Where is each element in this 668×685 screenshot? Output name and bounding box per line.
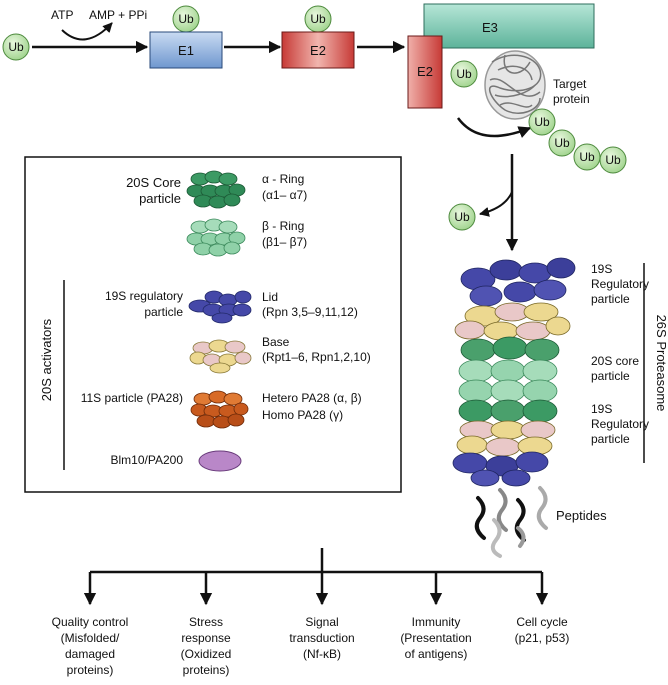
- ub-label: Ub: [8, 40, 24, 54]
- svg-text:Ub: Ub: [605, 153, 621, 167]
- svg-text:Cell cycle: Cell cycle: [516, 615, 568, 629]
- peptides-icon: [474, 486, 548, 558]
- e3-label: E3: [482, 20, 498, 35]
- svg-text:Ub: Ub: [554, 136, 570, 150]
- lid-label-1: Lid: [262, 290, 278, 304]
- svg-text:Ub: Ub: [310, 12, 326, 26]
- bottom-alpha-ring: [458, 399, 558, 423]
- svg-text:Ub: Ub: [178, 12, 194, 26]
- svg-text:(p21, p53): (p21, p53): [515, 631, 570, 645]
- top-reg-label-1: 19S: [591, 262, 612, 276]
- ub-released: Ub: [448, 203, 476, 231]
- homo-label: Homo PA28 (γ): [262, 408, 343, 422]
- outcome-quality-control: Quality control (Misfolded/ damaged prot…: [52, 615, 129, 677]
- reg-label-1: 19S regulatory: [105, 289, 183, 303]
- alpha-label-1: α - Ring: [262, 172, 304, 186]
- ub-release-arrow: [479, 191, 513, 217]
- activators-label: 20S activators: [39, 318, 54, 401]
- top-alpha-ring: [460, 336, 560, 362]
- ubiquitination-arrow: [456, 117, 532, 138]
- bot-reg-label-3: particle: [591, 432, 630, 446]
- ub-free: Ub: [2, 33, 30, 61]
- svg-text:(Nf-κB): (Nf-κB): [303, 647, 341, 661]
- amp-ppi-label: AMP + PPi: [89, 8, 147, 22]
- outcome-signal-transduction: Signal transduction (Nf-κB): [289, 615, 354, 661]
- pa28-label: 11S particle (PA28): [81, 391, 183, 405]
- svg-text:proteins): proteins): [67, 663, 114, 677]
- svg-text:(Oxidized: (Oxidized: [181, 647, 232, 661]
- base-label-1: Base: [262, 335, 290, 349]
- bot-reg-label-1: 19S: [591, 402, 612, 416]
- alpha-label-2: (α1– α7): [262, 188, 307, 202]
- beta-rings: [458, 359, 558, 403]
- svg-text:Ub: Ub: [534, 115, 550, 129]
- e1-box: [149, 31, 223, 69]
- reg-label-2: particle: [144, 305, 183, 319]
- hetero-label: Hetero PA28 (α, β): [262, 391, 362, 405]
- e2-bound-label: E2: [417, 64, 433, 79]
- svg-text:Ub: Ub: [456, 67, 472, 81]
- e2-bound-box: [407, 35, 443, 109]
- e2-label: E2: [310, 43, 326, 58]
- outcome-stress-response: Stress response (Oxidized proteins): [181, 615, 232, 677]
- ub-chain: Ub Ub Ub Ub: [528, 108, 627, 174]
- alpha-ring-icon: [186, 170, 246, 209]
- svg-text:Stress: Stress: [189, 615, 223, 629]
- top-reg-label-3: particle: [591, 292, 630, 306]
- blm-icon: [198, 450, 242, 472]
- bottom-lid: [452, 451, 549, 487]
- ub-on-e1: Ub: [172, 5, 200, 33]
- target-protein: [484, 50, 546, 120]
- base-label-2: (Rpt1–6, Rpn1,2,10): [262, 350, 371, 364]
- outcome-cell-cycle: Cell cycle (p21, p53): [515, 615, 570, 645]
- top-reg-label-2: Regulatory: [591, 277, 649, 291]
- blm-label: Blm10/PA200: [111, 453, 184, 467]
- ub-on-e2: Ub: [304, 5, 332, 33]
- svg-text:transduction: transduction: [289, 631, 354, 645]
- ub-on-e3: Ub: [450, 60, 478, 88]
- core-label-a: 20S core: [591, 354, 639, 368]
- pa28-icon: [190, 390, 249, 429]
- beta-label-1: β - Ring: [262, 219, 304, 233]
- atp-arc-arrow: [61, 22, 113, 41]
- svg-text:Ub: Ub: [454, 210, 470, 224]
- proteasome-side-label: 26S Proteasome: [654, 315, 668, 412]
- svg-text:Signal: Signal: [305, 615, 338, 629]
- bot-reg-label-2: Regulatory: [591, 417, 649, 431]
- svg-text:damaged: damaged: [65, 647, 115, 661]
- svg-text:(Misfolded/: (Misfolded/: [61, 631, 120, 645]
- svg-text:Ub: Ub: [579, 150, 595, 164]
- svg-text:response: response: [181, 631, 231, 645]
- base-icon: [189, 339, 252, 374]
- outcome-immunity: Immunity (Presentation of antigens): [400, 615, 471, 661]
- lid-icon: [188, 290, 252, 324]
- beta-label-2: (β1– β7): [262, 235, 307, 249]
- e3-box: [423, 3, 595, 49]
- core-label-2: particle: [139, 191, 181, 206]
- bottom-base: [456, 420, 556, 457]
- pathway-row: Ub ATP AMP + PPi Ub E1 Ub E2 E3 E2 Ub: [2, 3, 627, 252]
- target-label-1: Target: [553, 77, 587, 91]
- e1-label: E1: [178, 43, 194, 58]
- svg-text:Immunity: Immunity: [412, 615, 461, 629]
- top-base: [454, 302, 571, 341]
- atp-label: ATP: [51, 8, 73, 22]
- peptides-label: Peptides: [556, 508, 607, 523]
- beta-ring-icon: [186, 218, 246, 257]
- top-lid: [460, 257, 576, 307]
- lid-label-2: (Rpn 3,5–9,11,12): [262, 305, 358, 319]
- svg-text:Quality control: Quality control: [52, 615, 129, 629]
- target-label-2: protein: [553, 92, 590, 106]
- legend-box: 20S Core particle α - Ring (α1– α7) β - …: [24, 156, 402, 493]
- proteasome-26s: [452, 257, 576, 487]
- svg-text:(Presentation: (Presentation: [400, 631, 471, 645]
- e2-box: [281, 31, 355, 69]
- outcome-tree: [83, 548, 549, 606]
- core-label-1: 20S Core: [126, 175, 181, 190]
- svg-text:of antigens): of antigens): [405, 647, 468, 661]
- svg-text:proteins): proteins): [183, 663, 230, 677]
- core-label-b: particle: [591, 369, 630, 383]
